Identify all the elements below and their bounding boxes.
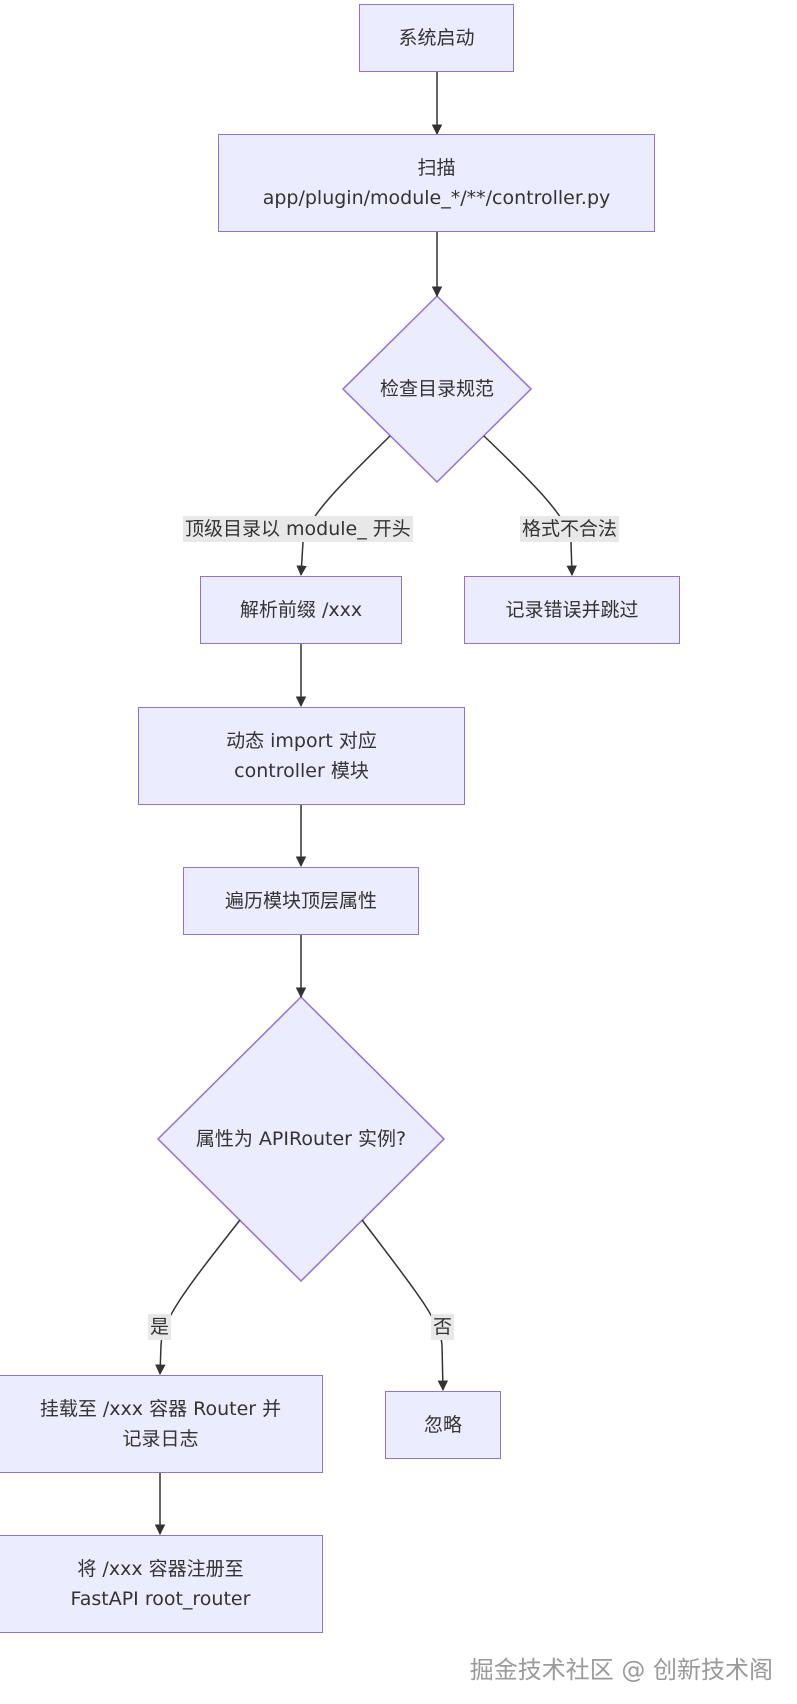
node-scan-label-1: 扫描 [417, 157, 456, 179]
watermark: 掘金技术社区 @ 创新技术阁 [469, 1656, 773, 1684]
node-ignore: 忽略 [385, 1391, 501, 1459]
edge-check-skip [483, 435, 577, 577]
node-scan-controllers: 扫描 app/plugin/module_*/**/controller.py [218, 134, 655, 232]
edge-label-valid-dir: 顶级目录以 module_ 开头 [183, 516, 413, 542]
check-dir-diamond [341, 294, 533, 484]
node-parse-prefix: 解析前缀 /xxx [200, 576, 402, 644]
node-parse-prefix-label: 解析前缀 /xxx [239, 599, 363, 621]
node-system-start: 系统启动 [359, 4, 514, 72]
edge-label-invalid-dir: 格式不合法 [520, 516, 620, 542]
node-is-router-label: 属性为 APIRouter 实例? [195, 1128, 407, 1150]
edge-check-parse [296, 435, 391, 577]
node-register-label-2: FastAPI root_router [70, 1588, 251, 1610]
node-import-label-2: controller 模块 [234, 760, 369, 782]
node-scan-label-2: app/plugin/module_*/**/controller.py [262, 187, 611, 209]
cutoff-next-heading [20, 1688, 340, 1704]
node-iterate-label: 遍历模块顶层属性 [224, 890, 377, 912]
edge-router-ignore [361, 1219, 449, 1392]
edge-router-mount [155, 1219, 241, 1376]
node-mount-label-1: 挂载至 /xxx 容器 Router 并 [39, 1398, 282, 1420]
node-mount-label-2: 记录日志 [122, 1428, 199, 1450]
node-log-skip-label: 记录错误并跳过 [505, 599, 639, 621]
node-import-label-1: 动态 import 对应 [226, 730, 377, 752]
edge-label-no: 否 [431, 1314, 455, 1340]
node-mount-router: 挂载至 /xxx 容器 Router 并 记录日志 [0, 1375, 323, 1473]
node-register-root: 将 /xxx 容器注册至 FastAPI root_router [0, 1535, 323, 1633]
node-log-skip: 记录错误并跳过 [464, 576, 680, 644]
edge-label-yes: 是 [148, 1314, 172, 1340]
node-register-label-1: 将 /xxx 容器注册至 [77, 1558, 244, 1580]
node-ignore-label: 忽略 [423, 1414, 462, 1436]
is-router-diamond [156, 995, 446, 1283]
node-check-dir-label: 检查目录规范 [379, 378, 494, 400]
node-system-start-label: 系统启动 [398, 27, 475, 49]
node-dynamic-import: 动态 import 对应 controller 模块 [138, 707, 465, 805]
node-iterate-attrs: 遍历模块顶层属性 [183, 867, 419, 935]
